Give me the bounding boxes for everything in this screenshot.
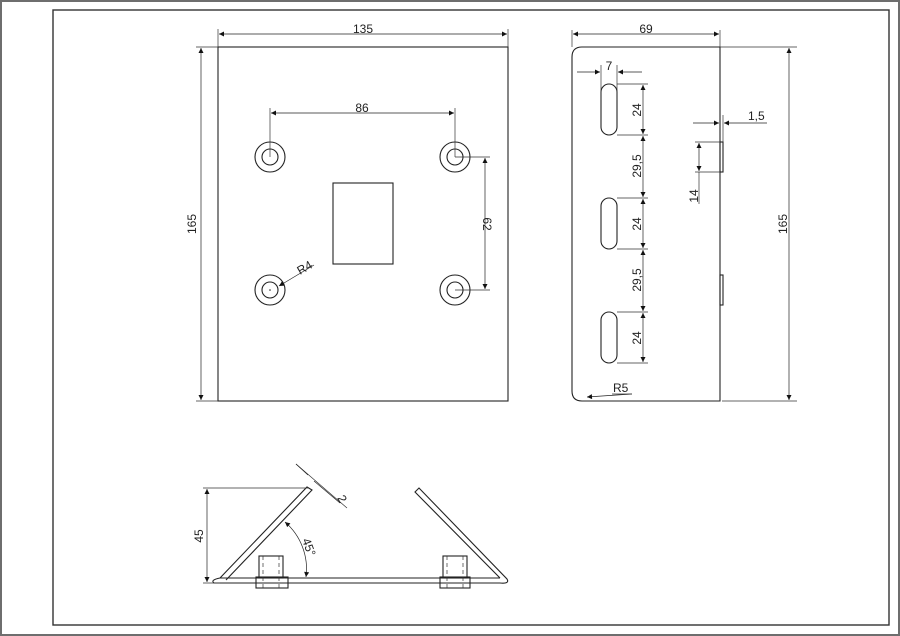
side-view: 69 165 7 24 29,5 24 29,5 24 1 xyxy=(571,22,797,402)
slot-middle xyxy=(600,197,618,250)
dim-front-height: 165 xyxy=(185,214,199,234)
dim-side-width: 69 xyxy=(639,22,653,36)
dim-slot-length-1: 24 xyxy=(630,103,644,117)
dim-slot-gap-1: 29,5 xyxy=(630,154,644,178)
front-plate-outline xyxy=(217,46,509,402)
dim-side-height: 165 xyxy=(776,214,790,234)
side-plate-outline xyxy=(571,46,721,402)
dim-corner-radius: R5 xyxy=(613,381,629,395)
dim-slot-length-3: 24 xyxy=(630,331,644,345)
dim-tab-thickness: 1,5 xyxy=(748,109,765,123)
standoff-left xyxy=(255,555,289,589)
slot-top xyxy=(600,83,618,136)
dim-slot-length-2: 24 xyxy=(630,217,644,231)
dim-hole-radius: R4 xyxy=(295,258,316,278)
right-bent-arm xyxy=(414,487,509,584)
dim-front-width: 135 xyxy=(353,22,373,36)
slot-bottom xyxy=(600,311,618,364)
left-bent-arm xyxy=(219,486,313,581)
side-tab-lower xyxy=(719,274,724,306)
drawing-frame xyxy=(52,9,890,626)
dim-hole-spacing-y: 62 xyxy=(480,217,494,231)
standoff-right xyxy=(439,555,471,589)
front-view: 135 165 86 62 R4 xyxy=(185,22,509,402)
side-tab-upper xyxy=(719,141,724,173)
dim-slot-gap-2: 29,5 xyxy=(630,268,644,292)
dim-bottom-height: 45 xyxy=(192,529,206,543)
rectangular-cutout xyxy=(332,182,394,265)
dim-slot-width: 7 xyxy=(606,59,613,73)
hole-bottom-left xyxy=(254,274,286,306)
dim-bottom-angle: 45° xyxy=(299,536,318,558)
dim-tab-length: 14 xyxy=(687,189,701,203)
bottom-view: 45 2 45° xyxy=(192,463,509,589)
dim-hole-spacing-x: 86 xyxy=(355,101,369,115)
